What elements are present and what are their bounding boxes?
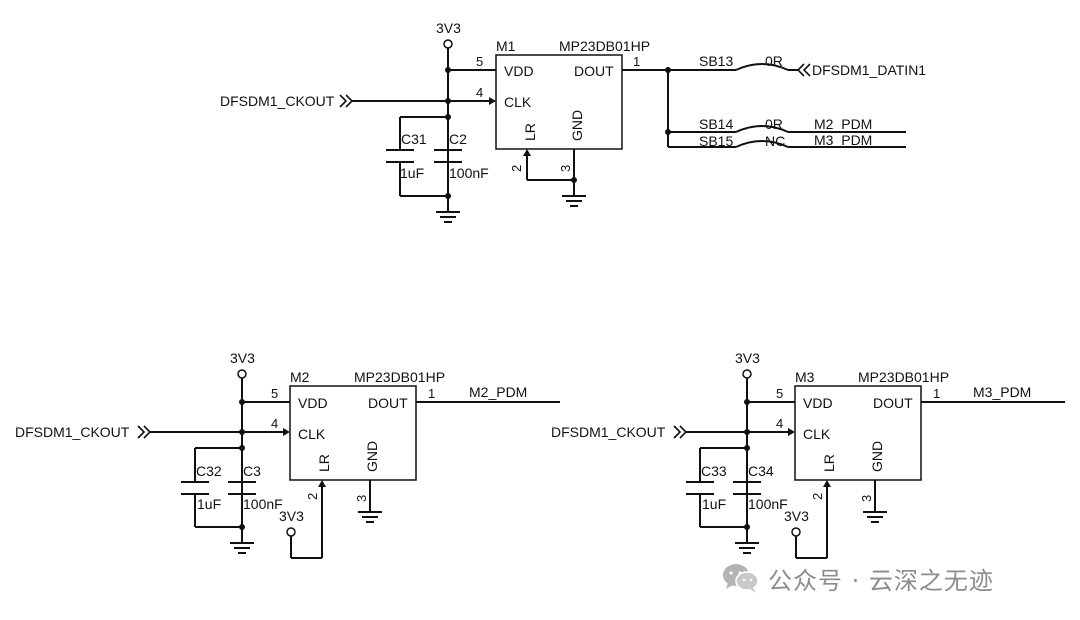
chip-m2 xyxy=(289,385,417,481)
solder-bridge-sb13 xyxy=(735,63,789,71)
pin-label-dout: DOUT xyxy=(873,395,913,411)
cap-val-c3: 100nF xyxy=(243,496,283,512)
jumper-val-sb14: 0R xyxy=(765,116,783,132)
ground-symbol xyxy=(735,542,759,554)
pin-label-clk: CLK xyxy=(298,426,326,442)
pin-number-1: 1 xyxy=(933,386,940,401)
net-label-datin1: DFSDM1_DATIN1 xyxy=(812,62,926,78)
power-3v3-symbol xyxy=(742,369,752,379)
net-label-ckout: DFSDM1_CKOUT xyxy=(551,424,666,440)
pin-label-lr: LR xyxy=(821,454,837,472)
power-3v3-label: 3V3 xyxy=(279,508,304,524)
chip-m1 xyxy=(495,54,623,150)
cap-val-c34: 100nF xyxy=(748,496,788,512)
pin-number-4: 4 xyxy=(776,416,783,431)
jumper-ref-sb13: SB13 xyxy=(699,53,733,69)
power-3v3-label: 3V3 xyxy=(784,508,809,524)
microphone-m3: 3V3 5 4 DFSDM1_CKOUT C33 1uF C34 100nF xyxy=(551,350,1065,559)
pin-number-1: 1 xyxy=(428,386,435,401)
pin-number-5: 5 xyxy=(776,386,783,401)
microphone-m2: 3V3 5 4 DFSDM1_CKOUT C32 1uF C3 100nF xyxy=(15,350,560,559)
jumper-val-sb15: NC xyxy=(765,133,785,149)
pin-number-2: 2 xyxy=(305,493,320,500)
watermark-text: 公众号 · 云深之无迹 xyxy=(768,566,994,595)
chip-part-m3: MP23DB01HP xyxy=(858,369,949,385)
power-3v3-label: 3V3 xyxy=(436,20,461,36)
net-label-m2-pdm: M2_PDM xyxy=(814,116,872,132)
pin-label-vdd: VDD xyxy=(803,395,833,411)
net-label-m3-pdm: M3_PDM xyxy=(973,384,1031,400)
power-3v3-symbol xyxy=(443,39,453,49)
pin-number-5: 5 xyxy=(476,54,483,69)
net-label-m3-pdm: M3_PDM xyxy=(814,132,872,148)
ground-symbol xyxy=(562,195,586,207)
cap-ref-c3: C3 xyxy=(243,463,261,479)
jumper-ref-sb15: SB15 xyxy=(699,133,733,149)
chip-ref-m1: M1 xyxy=(496,38,516,54)
net-label-m2-pdm: M2_PDM xyxy=(469,384,527,400)
wechat-icon xyxy=(723,564,759,593)
pin-label-gnd: GND xyxy=(869,441,885,472)
pin-label-vdd: VDD xyxy=(298,395,328,411)
pin-label-clk: CLK xyxy=(504,94,532,110)
solder-bridge-sb15 xyxy=(735,140,789,148)
microphone-m1: 3V3 5 4 DFSDM1_CKOUT C31 1uF C2 100nF xyxy=(220,20,926,223)
chip-part-m1: MP23DB01HP xyxy=(559,38,650,54)
pin-label-gnd: GND xyxy=(364,441,380,472)
jumper-ref-sb14: SB14 xyxy=(699,116,733,132)
chip-ref-m2: M2 xyxy=(290,369,310,385)
ground-symbol xyxy=(230,542,254,554)
pin-number-3: 3 xyxy=(354,495,369,502)
pin-number-3: 3 xyxy=(558,165,573,172)
cap-val-c2: 100nF xyxy=(449,165,489,181)
power-3v3-symbol xyxy=(791,527,801,537)
power-3v3-symbol xyxy=(237,369,247,379)
chip-m3 xyxy=(794,385,922,481)
cap-ref-c32: C32 xyxy=(196,463,222,479)
pin-number-1: 1 xyxy=(633,54,640,69)
pin-number-4: 4 xyxy=(476,85,483,100)
pin-number-4: 4 xyxy=(271,416,278,431)
chip-ref-m3: M3 xyxy=(795,369,815,385)
net-label-ckout: DFSDM1_CKOUT xyxy=(15,424,130,440)
pin-label-lr: LR xyxy=(316,454,332,472)
ground-symbol xyxy=(863,511,887,523)
ground-symbol xyxy=(358,511,382,523)
watermark: 公众号 · 云深之无迹 xyxy=(722,560,994,596)
pin-number-2: 2 xyxy=(509,165,524,172)
ground-symbol xyxy=(436,211,460,223)
chip-part-m2: MP23DB01HP xyxy=(354,369,445,385)
pin-label-vdd: VDD xyxy=(504,63,534,79)
solder-bridge-sb14 xyxy=(735,125,789,133)
pin-label-gnd: GND xyxy=(569,110,585,141)
cap-val-c31: 1uF xyxy=(400,165,424,181)
cap-ref-c34: C34 xyxy=(748,463,774,479)
power-3v3-symbol xyxy=(286,527,296,537)
power-3v3-label: 3V3 xyxy=(230,350,255,366)
jumper-val-sb13: 0R xyxy=(765,53,783,69)
power-3v3-label: 3V3 xyxy=(735,350,760,366)
pin-label-clk: CLK xyxy=(803,426,831,442)
pin-label-dout: DOUT xyxy=(574,63,614,79)
pin-number-2: 2 xyxy=(810,493,825,500)
cap-ref-c33: C33 xyxy=(701,463,727,479)
cap-ref-c2: C2 xyxy=(449,131,467,147)
pin-number-5: 5 xyxy=(271,386,278,401)
pin-label-dout: DOUT xyxy=(368,395,408,411)
net-label-ckout: DFSDM1_CKOUT xyxy=(220,93,335,109)
pin-number-3: 3 xyxy=(859,495,874,502)
cap-val-c33: 1uF xyxy=(702,496,726,512)
cap-ref-c31: C31 xyxy=(401,131,427,147)
cap-val-c32: 1uF xyxy=(197,496,221,512)
pin-label-lr: LR xyxy=(522,123,538,141)
